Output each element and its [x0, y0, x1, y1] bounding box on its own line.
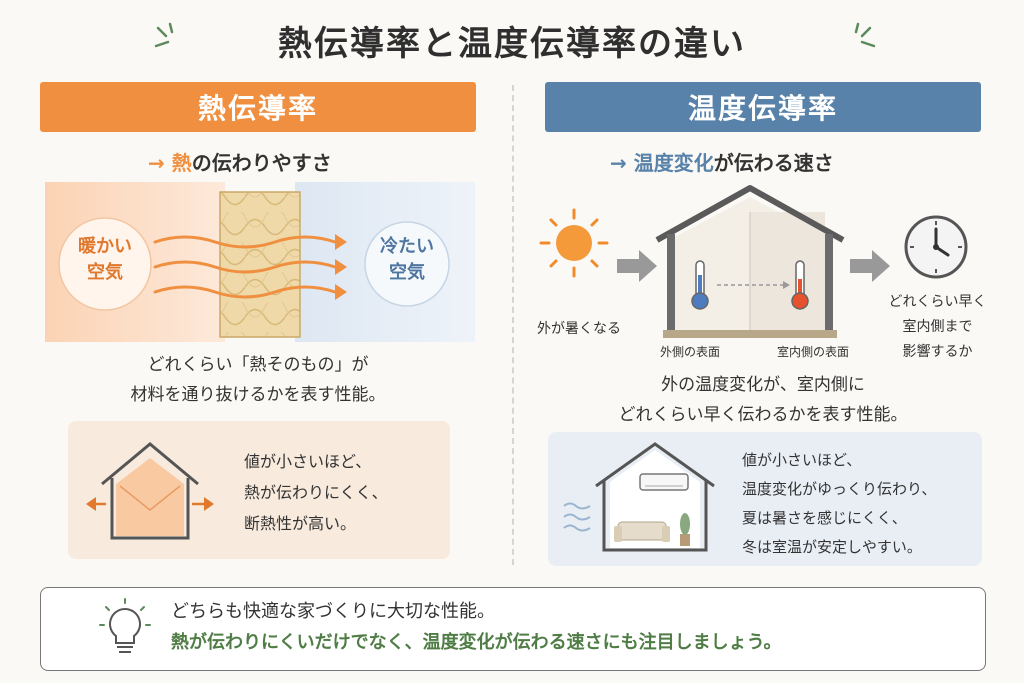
plant-icon [680, 513, 690, 546]
house-interior-icon [590, 442, 720, 558]
subtitle-highlight: 熱 [171, 151, 192, 175]
note-line3: 夏は暑さを感じにくく、 [742, 509, 907, 527]
title-sparkle-right-icon [840, 22, 880, 62]
summary-line2: 熱が伝わりにくいだけでなく、温度変化が伝わる速さにも注目しましょう。 [171, 632, 782, 653]
subtitle-arrow: → [148, 151, 165, 175]
subtitle-highlight: 温度変化 [633, 151, 714, 175]
column-divider [512, 85, 514, 565]
lightbulb-icon [98, 597, 152, 665]
thermometer-cold-icon [689, 259, 711, 315]
thermal-diffusivity-description: 外の温度変化が、室内側に どれくらい早く伝わるかを表す性能。 [545, 370, 981, 430]
thermal-conductivity-description: どれくらい「熱そのもの」が 材料を通り抜けるかを表す性能。 [40, 350, 476, 410]
warm-air-label-line2: 空気 [87, 262, 123, 283]
cool-air-label-line1: 冷たい [380, 236, 434, 257]
warm-air-label-line1: 暖かい [78, 236, 132, 257]
clock-label: どれくらい早く 室内側まで 影響するか [875, 290, 1000, 365]
wave-icon [562, 498, 596, 542]
subtitle-rest: の伝わりやすさ [191, 151, 332, 175]
note-line2: 熱が伝わりにくく、 [244, 483, 388, 502]
description-line2: どれくらい早く伝わるかを表す性能。 [618, 405, 908, 425]
sun-icon [538, 207, 610, 283]
clock-icon [902, 213, 970, 285]
inner-surface-label: 室内側の表面 [776, 345, 849, 359]
outer-surface-label: 外側の表面 [659, 345, 720, 359]
outside-hot-label: 外が暑くなる [537, 321, 621, 337]
subtitle-arrow: → [610, 151, 627, 175]
clock-label-line1: どれくらい早く [888, 294, 987, 310]
note-line1: 値が小さいほど、 [244, 452, 372, 471]
description-line1: どれくらい「熱そのもの」が [147, 355, 369, 375]
insulated-house-icon [84, 438, 224, 552]
house-cross-section [655, 182, 845, 346]
summary-box [40, 587, 986, 671]
cool-air-label: 冷たい 空気 [362, 234, 452, 286]
note-line4: 冬は室温が安定しやすい。 [742, 538, 922, 556]
thermometer-hot-icon [789, 259, 811, 315]
note-line3: 断熱性が高い。 [244, 514, 357, 533]
subtitle-rest: が伝わる速さ [713, 151, 834, 175]
description-line1: 外の温度変化が、室内側に [661, 375, 865, 395]
note-line2: 温度変化がゆっくり伝わり、 [742, 480, 937, 498]
thermal-diffusivity-subtitle: → 温度変化が伝わる速さ [610, 147, 834, 176]
sofa-icon [614, 521, 670, 542]
description-line2: 材料を通り抜けるかを表す性能。 [130, 385, 386, 405]
thermal-diffusivity-note: 値が小さいほど、 温度変化がゆっくり伝わり、 夏は暑さを感じにくく、 冬は室温が… [742, 446, 936, 562]
clock-label-line3: 影響するか [902, 344, 973, 360]
title-sparkle-left-icon [150, 22, 190, 62]
thermal-conductivity-subtitle: → 熱の伝わりやすさ [148, 147, 332, 176]
summary-line1: どちらも快適な家づくりに大切な性能。 [171, 601, 495, 622]
thermal-diffusivity-header: 温度伝導率 [545, 82, 981, 132]
arrow-right-icon-2 [850, 250, 890, 286]
thermal-conductivity-note: 値が小さいほど、 熱が伝わりにくく、 断熱性が高い。 [244, 446, 388, 539]
thermal-conductivity-header: 熱伝導率 [40, 82, 476, 132]
clock-label-line2: 室内側まで [902, 319, 973, 335]
heat-flow-illustration [45, 182, 475, 342]
arrow-right-icon [617, 250, 657, 286]
note-line1: 値が小さいほど、 [742, 451, 862, 469]
page-title: 熱伝導率と温度伝導率の違い [278, 24, 746, 64]
cool-air-label-line2: 空気 [389, 262, 425, 283]
warm-air-label: 暖かい 空気 [60, 234, 150, 286]
air-conditioner-icon [639, 473, 689, 491]
